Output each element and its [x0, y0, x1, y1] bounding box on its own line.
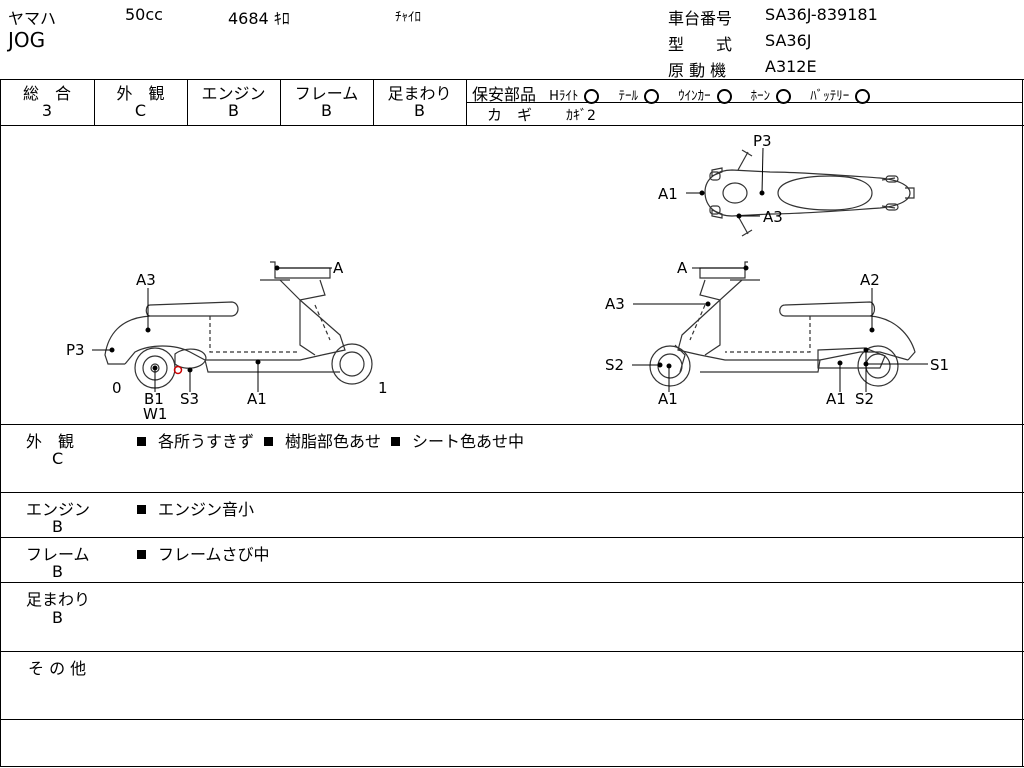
damage-diagram: P3 A1 A3 A A3 P3 0 1 B1 W1 S3 A1 A A2 A3…	[66, 132, 949, 423]
bullet-square-icon	[137, 437, 146, 446]
section-label: そ の 他	[28, 659, 87, 678]
grade-value-overall: 3	[41, 101, 53, 120]
label-left-a1: A1	[247, 390, 267, 408]
frame-number-label: 車台番号	[668, 9, 733, 28]
label-right-s1: S1	[930, 356, 949, 374]
model-name: JOG	[8, 28, 46, 52]
divider	[0, 582, 1024, 583]
engine-model-value: A312E	[765, 57, 817, 76]
label-right-a1: A1	[658, 390, 678, 408]
grade-label-engine: エンジン	[201, 84, 266, 103]
grade-value-suspension: B	[414, 101, 425, 120]
section-label: エンジン	[26, 500, 91, 519]
label-left-a3: A3	[136, 271, 156, 289]
grade-value-exterior: C	[134, 101, 147, 120]
label-left-s3: S3	[180, 390, 199, 408]
type-label: 型 式	[668, 35, 733, 54]
section-grade: C	[52, 449, 64, 468]
key-label: カ ギ	[487, 106, 533, 124]
ok-circle-icon	[584, 89, 600, 104]
divider	[0, 492, 1024, 493]
divider	[0, 125, 1024, 126]
divider	[94, 79, 95, 125]
divider	[280, 79, 281, 125]
border-left	[0, 79, 1, 767]
label-top-a3: A3	[763, 208, 783, 226]
label-right-a: A	[677, 259, 688, 277]
label-right-a1b: A1	[826, 390, 846, 408]
ok-circle-icon	[716, 89, 732, 104]
key-value: ｶｷﾞ2	[566, 108, 596, 124]
maker: ヤマハ	[8, 9, 57, 28]
grade-label-frame: フレーム	[294, 84, 359, 103]
section-grade: B	[52, 608, 63, 627]
label-left-b1: B1	[144, 390, 164, 408]
scooter-right-view	[649, 261, 916, 387]
divider	[0, 537, 1024, 538]
label-left-1: 1	[378, 379, 388, 397]
section-comments: フレームさび中	[137, 541, 270, 565]
safety-item-battery: ﾊﾞｯﾃﾘｰ	[810, 85, 871, 104]
label-top-p3: P3	[753, 132, 772, 150]
section-label: 外 観	[26, 432, 75, 451]
section-grade: B	[52, 517, 63, 536]
divider	[373, 79, 374, 125]
grade-label-overall: 総 合	[22, 84, 71, 103]
grade-label-exterior: 外 観	[116, 84, 165, 103]
divider	[0, 424, 1024, 425]
mileage: 4684 ｷﾛ	[228, 9, 290, 28]
grade-label-suspension: 足まわり	[387, 84, 452, 103]
scooter-top-view	[704, 149, 915, 237]
safety-item-winker: ｳｲﾝｶｰ	[678, 85, 732, 104]
section-comments: エンジン音小	[137, 496, 254, 520]
divider	[0, 79, 1024, 80]
label-right-a2: A2	[860, 271, 880, 289]
ok-circle-icon	[643, 89, 659, 104]
border-right	[1022, 79, 1023, 767]
body-color: ﾁｬｲﾛ	[395, 10, 421, 25]
frame-number: SA36J-839181	[765, 5, 878, 24]
label-right-s2: S2	[605, 356, 624, 374]
divider	[187, 79, 188, 125]
label-right-s2b: S2	[855, 390, 874, 408]
section-label: フレーム	[26, 545, 90, 564]
divider	[0, 651, 1024, 652]
bullet-square-icon	[391, 437, 401, 446]
bullet-square-icon	[137, 550, 146, 559]
section-comments: 各所うすきず樹脂部色あせシート色あせ中	[137, 428, 524, 452]
type-value: SA36J	[765, 31, 812, 50]
safety-item-tail: ﾃｰﾙ	[618, 85, 659, 104]
divider	[466, 102, 1023, 103]
safety-parts-row: 保安部品 Hﾗｲﾄ ﾃｰﾙ ｳｲﾝｶｰ ﾎｰﾝ ﾊﾞｯﾃﾘｰ	[472, 81, 871, 105]
label-left-p3: P3	[66, 341, 85, 359]
safety-item-horn: ﾎｰﾝ	[751, 85, 792, 104]
label-left-a: A	[333, 259, 344, 277]
displacement: 50cc	[125, 5, 163, 24]
grade-value-frame: B	[321, 101, 332, 120]
section-label: 足まわり	[26, 590, 91, 609]
label-right-a3: A3	[605, 295, 625, 313]
ok-circle-icon	[855, 89, 871, 104]
label-top-a1: A1	[658, 185, 678, 203]
label-left-0: 0	[112, 379, 122, 397]
safety-item-headlight: Hﾗｲﾄ	[549, 85, 600, 104]
bullet-square-icon	[264, 437, 274, 446]
engine-model-label: 原 動 機	[668, 61, 727, 80]
grade-value-engine: B	[228, 101, 239, 120]
divider	[0, 766, 1024, 767]
bullet-square-icon	[137, 505, 146, 514]
section-grade: B	[52, 562, 63, 581]
ok-circle-icon	[776, 89, 792, 104]
safety-parts-label: 保安部品	[472, 85, 537, 104]
label-left-w1: W1	[143, 405, 167, 423]
divider	[0, 719, 1024, 720]
